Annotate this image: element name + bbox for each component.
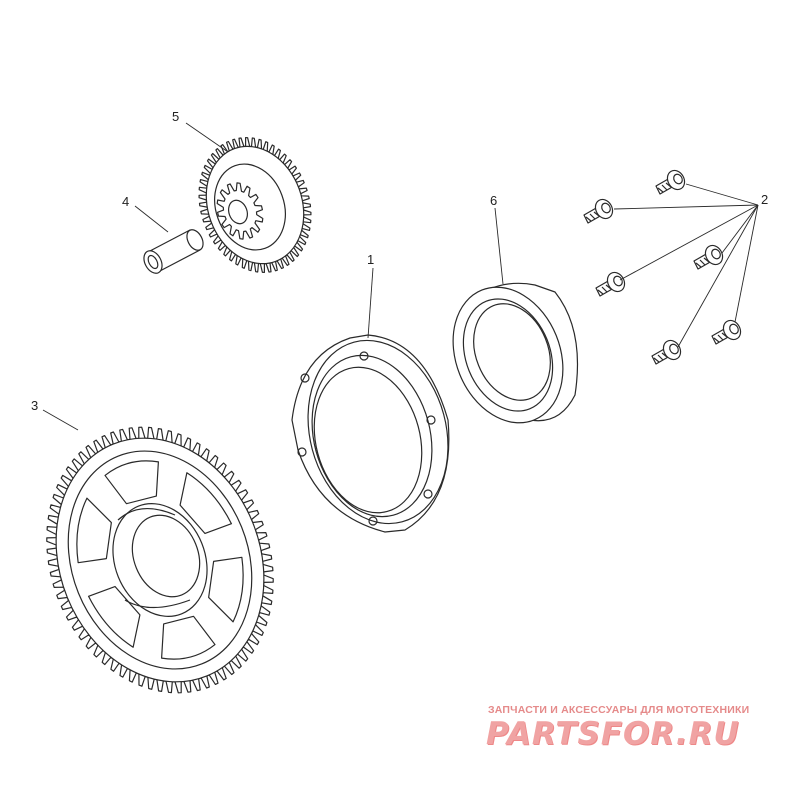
leader-lines — [42, 122, 759, 431]
bolt-1 — [655, 169, 686, 195]
bolt-3 — [595, 271, 626, 297]
watermark-tagline: ЗАПЧАСТИ И АКСЕССУАРЫ ДЛЯ МОТОТЕХНИКИ — [488, 704, 750, 716]
callout-labels: 1 2 3 4 5 6 — [31, 109, 768, 413]
gear-3-spoke-window — [76, 497, 112, 564]
gear-3-spoke-window — [161, 615, 216, 660]
gear-3-spoke-window — [104, 460, 159, 505]
bolts-part-2 — [583, 169, 742, 365]
bearing-ring-part-6 — [452, 282, 579, 424]
double-gear-part-5 — [198, 137, 312, 273]
gear-3-spokes — [76, 460, 244, 660]
bolt-2 — [583, 198, 614, 224]
callout-3: 3 — [31, 398, 38, 413]
spoked-gear-part-3 — [46, 426, 274, 694]
sleeve-part-4 — [143, 229, 204, 274]
gear-3-spoke-window — [179, 472, 233, 535]
flange-ring-part-1 — [291, 334, 450, 533]
callout-4: 4 — [122, 194, 129, 209]
callout-1: 1 — [367, 252, 374, 267]
callout-6: 6 — [490, 193, 497, 208]
gear-3-spoke-window — [208, 556, 244, 623]
watermark-logo: PARTSFOR.RU — [486, 716, 740, 752]
gear-3-spoke-window — [87, 585, 141, 648]
bolt-4 — [693, 244, 724, 270]
callout-5: 5 — [172, 109, 179, 124]
callout-2: 2 — [761, 192, 768, 207]
bolt-5 — [651, 339, 682, 365]
bolt-6 — [711, 319, 742, 345]
